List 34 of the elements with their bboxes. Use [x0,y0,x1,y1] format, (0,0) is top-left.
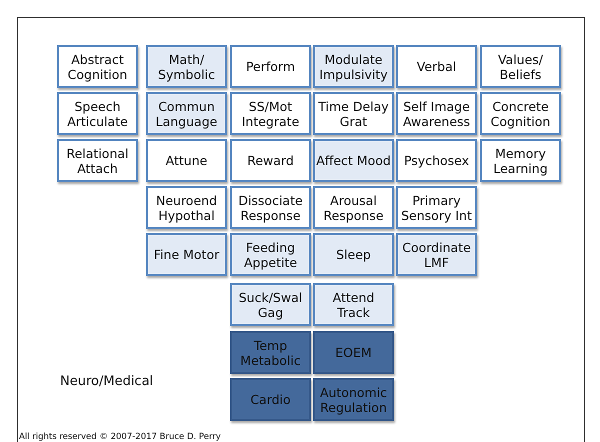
function-box: Temp Metabolic [230,331,311,374]
function-box: Relational Attach [57,139,138,182]
function-box: Coordinate LMF [396,233,477,276]
function-box: Cardio [230,378,311,421]
function-box: Dissociate Response [230,186,311,229]
function-box: Neuroend Hypothal [146,186,227,229]
function-box: Sleep [313,233,394,276]
function-box: Concrete Cognition [480,92,561,135]
function-box: Speech Articulate [57,92,138,135]
function-box: Autonomic Regulation [313,378,394,421]
function-box: Primary Sensory Int [396,186,477,229]
function-box: Commun Language [146,92,227,135]
function-box: Perform [230,45,311,88]
function-box: Attune [146,139,227,182]
function-box: Abstract Cognition [57,45,138,88]
function-box: Suck/Swal Gag [230,283,311,326]
region-label: Neuro/Medical [60,374,154,389]
function-box: Modulate Impulsivity [313,45,394,88]
function-box: Attend Track [313,283,394,326]
function-box: Feeding Appetite [230,233,311,276]
copyright-note: All rights reserved © 2007-2017 Bruce D. Perry [19,432,221,442]
function-box: EOEM [313,331,394,374]
function-box: Verbal [396,45,477,88]
function-box: Self Image Awareness [396,92,477,135]
function-box: Fine Motor [146,233,227,276]
function-box: SS/Mot Integrate [230,92,311,135]
function-box: Reward [230,139,311,182]
function-box: Affect Mood [313,139,394,182]
function-box: Time Delay Grat [313,92,394,135]
function-box: Values/ Beliefs [480,45,561,88]
function-box: Memory Learning [480,139,561,182]
function-box: Psychosex [396,139,477,182]
function-box: Math/ Symbolic [146,45,227,88]
function-box: Arousal Response [313,186,394,229]
